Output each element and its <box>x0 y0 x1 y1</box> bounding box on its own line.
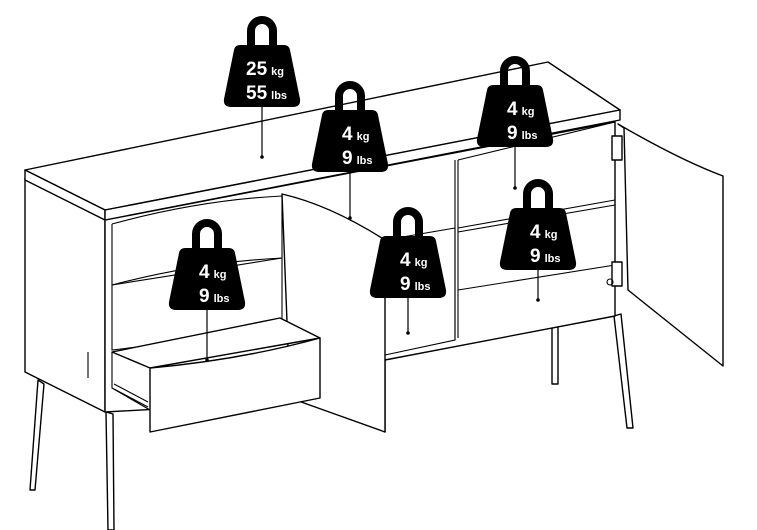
pointer-dot <box>348 216 352 220</box>
weight-kg-value: 4 <box>400 250 411 271</box>
legs <box>29 313 634 530</box>
weight-handle-icon <box>393 207 423 238</box>
weight-body-icon <box>369 236 447 298</box>
weight-body-icon <box>168 248 246 310</box>
weight-handle-icon <box>523 179 553 210</box>
weight-right-lower-shelf: 4 kg 9 lbs <box>499 179 577 302</box>
weight-kg-unit: kg <box>545 229 558 241</box>
weight-kg-value: 4 <box>199 262 210 283</box>
svg-text:4kg: 4 kg <box>199 262 226 283</box>
weight-kg-unit: kg <box>271 66 284 78</box>
weight-lbs-unit: lbs <box>415 281 431 293</box>
weight-lbs-value: 55 <box>246 83 268 104</box>
weight-lbs-value: 9 <box>530 246 541 267</box>
weight-kg-value: 4 <box>530 222 541 243</box>
pointer-dot <box>205 358 209 362</box>
weight-lbs-unit: lbs <box>357 155 373 167</box>
weight-body-icon <box>223 45 301 107</box>
weight-body-icon <box>499 208 577 270</box>
weight-handle-icon <box>335 81 365 112</box>
svg-text:4kg: 4 kg <box>400 250 427 271</box>
weight-kg-unit: kg <box>522 106 535 118</box>
weight-lbs-unit: lbs <box>271 90 287 102</box>
svg-text:4kg: 4 kg <box>507 99 534 120</box>
weight-kg-unit: kg <box>415 257 428 269</box>
svg-text:4kg: 4 kg <box>342 124 369 145</box>
weight-left-shelf: 4 kg 9 lbs <box>311 81 389 220</box>
weight-lbs-unit: lbs <box>545 253 561 265</box>
pointer-dot <box>406 331 410 335</box>
weight-lbs-value: 9 <box>400 274 411 295</box>
weight-middle-shelf: 4 kg 9 lbs <box>369 207 447 335</box>
right-door-open <box>566 123 724 367</box>
weight-lbs-unit: lbs <box>214 293 230 305</box>
weight-body-icon <box>476 85 554 147</box>
weight-lbs-value: 9 <box>199 286 210 307</box>
weight-kg-unit: kg <box>214 269 227 281</box>
weight-lbs-unit: lbs <box>522 130 538 142</box>
weight-right-upper-shelf: 4 kg 9 lbs <box>476 56 554 190</box>
weight-kg-value: 4 <box>342 124 353 145</box>
weight-kg-value: 25 <box>246 59 268 80</box>
weight-lbs-value: 9 <box>507 123 518 144</box>
drawer-open <box>111 317 321 433</box>
weight-kg-unit: kg <box>357 131 370 143</box>
weight-handle-icon <box>247 16 277 47</box>
weight-drawer: 4 kg 9 lbs <box>168 219 246 362</box>
pointer-dot <box>513 186 517 190</box>
pointer-dot <box>260 155 264 159</box>
weight-handle-icon <box>500 56 530 87</box>
weight-kg-value: 4 <box>507 99 518 120</box>
weight-lbs-value: 9 <box>342 148 353 169</box>
weight-handle-icon <box>192 219 222 250</box>
svg-text:4kg: 4 kg <box>530 222 557 243</box>
weight-body-icon <box>311 110 389 172</box>
pointer-dot <box>536 298 540 302</box>
